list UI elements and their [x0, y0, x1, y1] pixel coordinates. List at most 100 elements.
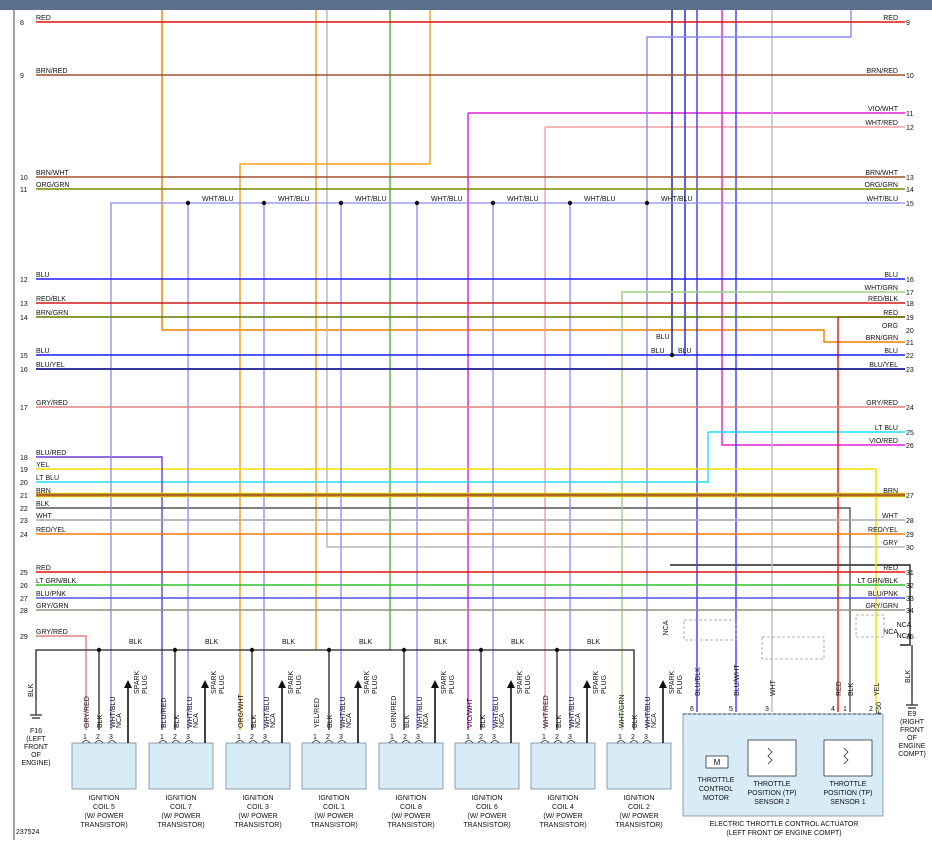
left-label-16: BLU/YEL	[36, 362, 65, 369]
vert-wire-viored	[721, 10, 905, 446]
coil-pin-arc	[311, 740, 321, 744]
coil-wire-label: WHT/BLU	[417, 697, 424, 729]
splice-dot-blk-6	[554, 647, 560, 653]
spark-plug-arrow	[201, 680, 209, 688]
right-label-34: GRY/GRN	[865, 603, 898, 610]
left-pin-11: 11	[20, 187, 27, 194]
coil-wire-label: BLK	[174, 714, 181, 728]
actuator-wire-blk: BLK	[848, 682, 855, 696]
right-pin-24: 24	[906, 405, 914, 412]
coil-wire-label: GRN/RED	[391, 696, 398, 728]
left-pin-13: 13	[20, 301, 28, 308]
coil-wire-label: BLK	[97, 714, 104, 728]
right-pin-26: 26	[906, 443, 914, 450]
splice-dot-whtblu-3	[414, 200, 420, 206]
left-label-10: BRN/WHT	[36, 170, 69, 177]
right-wire-labels: 9RED10BRN/RED11VIO/WHT12WHT/RED13BRN/WHT…	[858, 15, 914, 641]
left-pin-22: 22	[20, 506, 28, 513]
bus-label-blk-4: BLK	[434, 639, 448, 646]
svg-text:ELECTRIC THROTTLE CONTROL ACTU: ELECTRIC THROTTLE CONTROL ACTUATOR(LEFT …	[710, 821, 859, 837]
coil-pin-arc	[171, 740, 181, 744]
coil-box	[530, 742, 596, 790]
splice-dot-blk-3	[326, 647, 332, 653]
left-pin-17: 17	[20, 405, 28, 412]
splice-dot-whtblu-0	[185, 200, 191, 206]
coil-pin: 2	[555, 734, 559, 741]
coil-wire-label: WHT/RED	[543, 695, 550, 728]
coil-box	[606, 742, 672, 790]
coil-pin: 2	[631, 734, 635, 741]
spark-plug-arrow	[124, 680, 132, 688]
right-label-10: BRN/RED	[866, 68, 898, 75]
nca-label-left: NCA	[663, 620, 670, 635]
right-label-9: RED	[883, 15, 898, 22]
ignition-coil-1: GRY/RED1BLK2WHT/BLU3NCASPARKPLUGIGNITION…	[71, 670, 149, 829]
coil-nca-label: NCA	[193, 713, 200, 728]
coil-box	[225, 742, 291, 790]
left-pin-15: 15	[20, 353, 28, 360]
coil-pin-arc	[553, 740, 563, 744]
coil-wire-label: YEL/RED	[314, 698, 321, 728]
coil-pin-arc	[261, 740, 271, 744]
bus-label-blk-0: BLK	[129, 639, 143, 646]
bus-label-blk-1: BLK	[205, 639, 219, 646]
left-label-29: GRY/RED	[36, 629, 68, 636]
tp-sensor-2-box	[747, 739, 797, 777]
splice-dot-whtblu-1	[261, 200, 267, 206]
left-pin-21: 21	[20, 493, 28, 500]
vert-wire-wht-blu-top	[646, 10, 852, 730]
coil-pin-arc	[616, 740, 626, 744]
coil-nca-label: NCA	[116, 713, 123, 728]
coil-wire-label: BLK	[480, 714, 487, 728]
bus-label-whtblu-0: WHT/BLU	[202, 196, 234, 203]
coil-wire-label: WHT/BLU	[187, 697, 194, 729]
spark-plug-label: SPARKPLUG	[517, 670, 532, 694]
right-pin-25: 25	[906, 430, 914, 437]
bus-label-blk-2: BLK	[282, 639, 296, 646]
coil-nca-label: NCA	[651, 713, 658, 728]
right-pin-21: 21	[906, 340, 914, 347]
splice-dot-blk-4	[401, 647, 407, 653]
left-label-20: LT BLU	[36, 475, 59, 482]
spark-plug-label: SPARKPLUG	[669, 670, 684, 694]
coil-pin: 3	[109, 734, 113, 741]
coil-pin: 3	[416, 734, 420, 741]
right-pin-23: 23	[906, 367, 914, 374]
left-label-18: BLU/RED	[36, 450, 66, 457]
actuator-pin-1: 1	[843, 706, 847, 713]
coil-pin: 2	[403, 734, 407, 741]
coil-pin: 2	[326, 734, 330, 741]
vert-wire-ltblu	[36, 431, 905, 483]
right-pin-20: 20	[906, 328, 914, 335]
bus-label-blk-3: BLK	[359, 639, 373, 646]
splice-dot-whtblu-4	[490, 200, 496, 206]
coil-pin-arc	[158, 740, 168, 744]
actuator-wire-blu-wht: BLU/WHT	[734, 664, 741, 696]
left-pin-14: 14	[20, 315, 28, 322]
ignition-coil-4: YEL/RED1BLK2WHT/BLU3NCASPARKPLUGIGNITION…	[301, 670, 379, 829]
wht-blu-bus	[110, 202, 905, 730]
left-label-11: ORG/GRN	[36, 182, 69, 189]
left-label-8: RED	[36, 15, 51, 22]
actuator-wire-red: RED	[836, 681, 843, 696]
coil-wire-label: BLK	[251, 714, 258, 728]
ignition-coil-5: GRN/RED1BLK2WHT/BLU3NCASPARKPLUGIGNITION…	[378, 670, 456, 829]
right-label-27: BRN	[883, 488, 898, 495]
splice-dot-blk-5	[478, 647, 484, 653]
left-label-17: GRY/RED	[36, 400, 68, 407]
right-label-30: GRY	[883, 540, 898, 547]
coil-wire-label: ORG/WHT	[238, 693, 245, 728]
coil-wire-label: BLK	[404, 714, 411, 728]
coil-pin: 3	[263, 734, 267, 741]
right-pin-27: 27	[906, 493, 914, 500]
spark-plug-arrow	[278, 680, 286, 688]
ignition-coil-7: WHT/RED1BLK2WHT/BLU3NCASPARKPLUGIGNITION…	[530, 670, 608, 829]
left-pin-9: 9	[20, 73, 24, 80]
right-pin-10: 10	[906, 73, 914, 80]
